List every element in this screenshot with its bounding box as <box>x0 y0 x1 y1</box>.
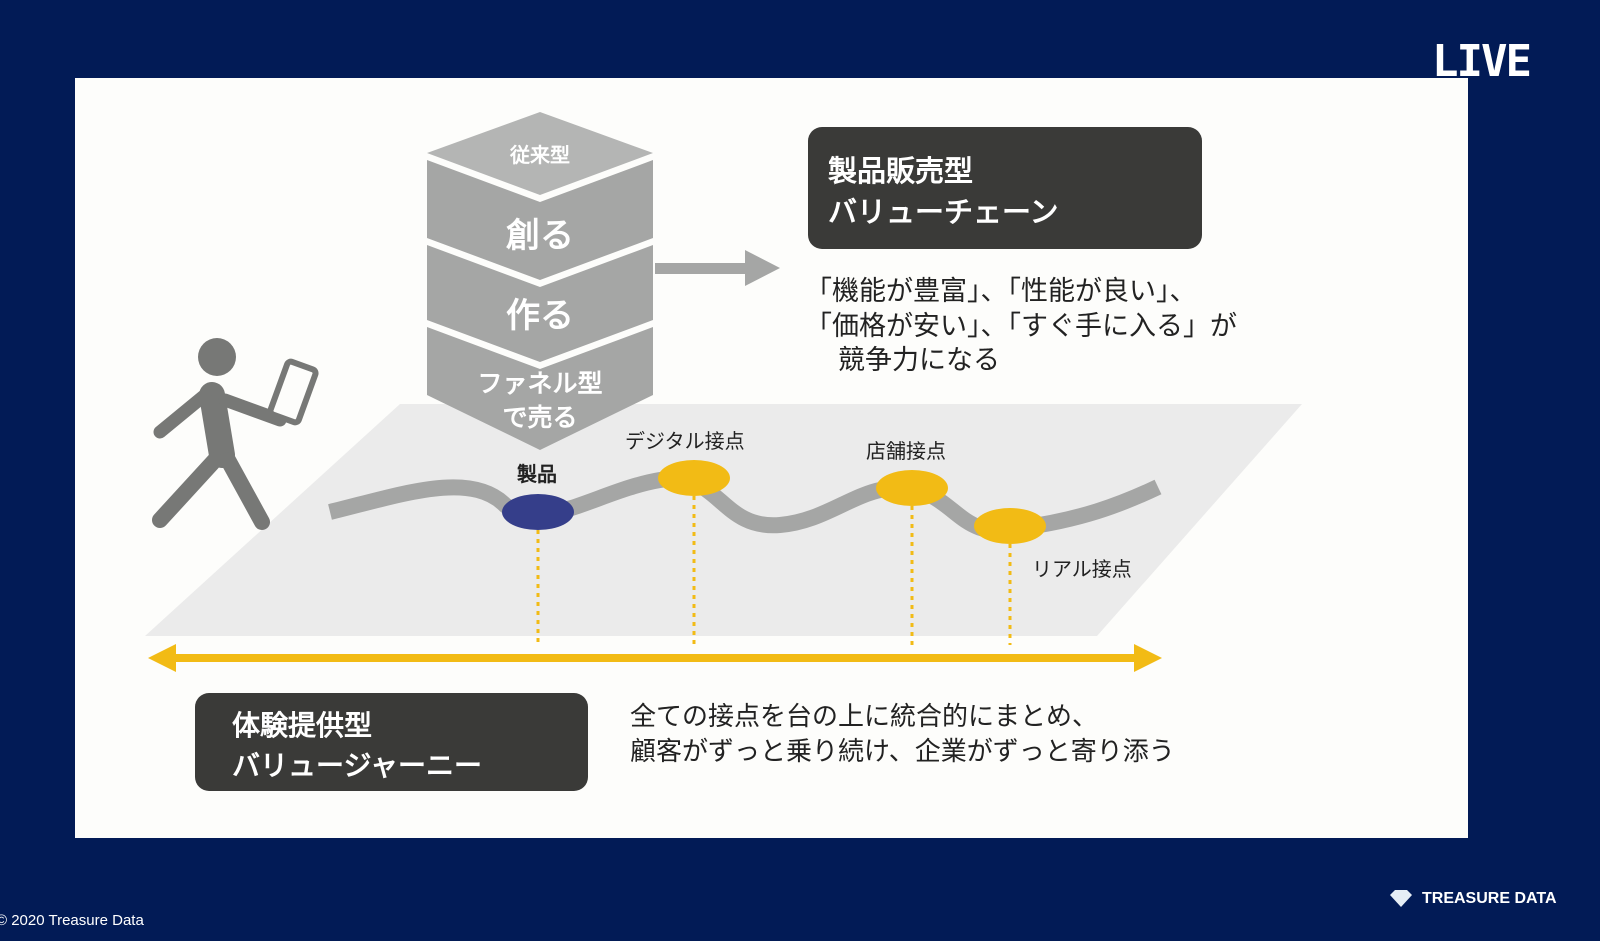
person-with-tablet-icon <box>152 338 319 530</box>
stack-layer-sell: で売る <box>502 403 577 432</box>
platform <box>145 404 1302 636</box>
value-chain-text-3: 競争力になる <box>838 345 1000 376</box>
value-journey-text-2: 顧客がずっと乗り続け、企業がずっと寄り添う <box>630 737 1175 767</box>
diamond-icon <box>1390 890 1412 907</box>
value-chain-title-1: 製品販売型 <box>828 154 973 188</box>
stack-layer-funnel: ファネル型 <box>477 369 602 398</box>
value-journey-box <box>195 693 588 791</box>
copyright: © 2020 Treasure Data <box>0 912 144 929</box>
label-store: 店舗接点 <box>866 439 946 463</box>
value-chain-text-2: 「価格が安い」、「すぐ手に入る」が <box>805 311 1237 342</box>
value-journey-title-2: バリュージャーニー <box>232 749 482 782</box>
value-journey-title-1: 体験提供型 <box>232 709 372 742</box>
product-dot <box>502 494 574 530</box>
stack-layer-create: 創る <box>506 216 574 256</box>
label-digital: デジタル接点 <box>625 429 745 453</box>
stack-top-label: 従来型 <box>509 143 570 167</box>
store-dot <box>876 470 948 506</box>
live-badge: LIVE <box>1432 36 1532 87</box>
value-chain-title-2: バリューチェーン <box>828 195 1059 229</box>
label-real: リアル接点 <box>1032 557 1132 581</box>
traditional-stack <box>427 112 653 450</box>
brand-logo: TREASURE DATA <box>1388 890 1557 908</box>
real-dot <box>974 508 1046 544</box>
value-chain-box <box>808 127 1202 249</box>
digital-dot <box>658 460 730 496</box>
value-journey-text-1: 全ての接点を台の上に統合的にまとめ、 <box>630 702 1098 732</box>
double-arrow <box>148 644 1162 672</box>
value-chain-text-1: 「機能が豊富」、「性能が良い」、 <box>805 276 1197 307</box>
brand-name: TREASURE DATA <box>1422 890 1557 907</box>
arrow-right-icon <box>655 250 780 286</box>
stack-layer-make: 作る <box>506 296 574 336</box>
label-product: 製品 <box>517 462 557 486</box>
